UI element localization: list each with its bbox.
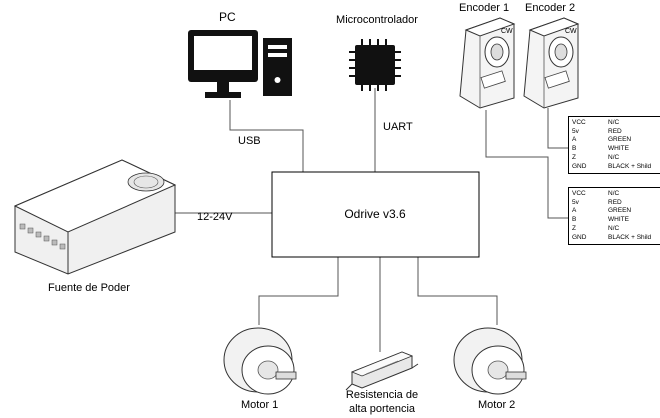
power-supply-icon <box>13 159 177 275</box>
motor2-line <box>417 257 498 325</box>
power-supply-label: Fuente de Poder <box>48 282 130 294</box>
pin-row: VCC N/C <box>572 190 658 199</box>
pin-row: GND BLACK + Shild <box>572 234 658 243</box>
encoder2-wire <box>547 108 568 149</box>
pin-value: RED <box>608 198 622 206</box>
pin-value: WHITE <box>608 145 629 153</box>
pin-row: B WHITE <box>572 216 658 225</box>
pin-row: Z N/C <box>572 225 658 234</box>
pin-name: Z <box>572 153 576 161</box>
pin-row: A GREEN <box>572 207 658 216</box>
pin-value: BLACK + Shild <box>608 233 652 241</box>
encoder1-pin-table: VCC N/C 5v RED A GREEN B WHITE Z N/C GND BLACK… <box>568 187 660 246</box>
encoder2-pin-table: VCC N/C 5v RED A GREEN B WHITE Z N/C GND BLACK… <box>568 116 660 175</box>
usb-label: USB <box>238 135 261 147</box>
uart-label: UART <box>383 121 413 133</box>
encoder2-face-label: CW <box>565 28 577 35</box>
pin-name: 5v <box>572 198 579 206</box>
pin-row: 5v RED <box>572 128 658 137</box>
pin-name: A <box>572 136 577 144</box>
pin-value: N/C <box>608 153 620 161</box>
pin-name: B <box>572 145 577 153</box>
odrive-label: Odrive v3.6 <box>344 207 406 221</box>
microcontroller-label: Microcontrolador <box>336 14 418 26</box>
motor1-line <box>258 257 339 325</box>
pin-row: B WHITE <box>572 145 658 154</box>
pin-value: GREEN <box>608 136 632 144</box>
motor2-icon <box>453 327 527 395</box>
pin-row: GND BLACK + Shild <box>572 163 658 172</box>
pin-name: VCC <box>572 119 586 126</box>
pin-value: WHITE <box>608 216 629 224</box>
pin-name: 5v <box>572 127 579 135</box>
pin-row: 5v RED <box>572 199 658 208</box>
encoder2-icon <box>523 17 580 109</box>
motor2-label: Motor 2 <box>478 399 516 411</box>
connection-lines <box>175 88 568 352</box>
pin-value: N/C <box>608 190 620 197</box>
pin-row: Z N/C <box>572 154 658 163</box>
encoder1-icon <box>459 17 516 109</box>
encoder1-label: Encoder 1 <box>459 2 510 14</box>
encoder1-face-label: CW <box>501 28 513 35</box>
pin-value: N/C <box>608 119 620 126</box>
microcontroller-chip-icon <box>349 39 401 91</box>
pin-value: N/C <box>608 224 620 232</box>
odrive-box <box>271 171 480 258</box>
resistor-icon <box>345 351 419 391</box>
pin-name: A <box>572 207 577 215</box>
pin-row: A GREEN <box>572 136 658 145</box>
voltage-label: 12-24V <box>197 211 233 223</box>
motor1-icon <box>223 327 297 395</box>
pin-name: GND <box>572 233 587 241</box>
pin-name: Z <box>572 224 576 232</box>
resistor-label-line1: Resistencia de <box>345 389 419 401</box>
resistor-label-line2: alta portencia <box>348 403 416 415</box>
pin-value: RED <box>608 127 622 135</box>
pin-row: VCC N/C <box>572 119 658 128</box>
encoder1-wire <box>485 110 568 219</box>
usb-line <box>229 100 304 172</box>
pin-value: GREEN <box>608 207 632 215</box>
pin-name: B <box>572 216 577 224</box>
pin-name: GND <box>572 162 587 170</box>
encoder2-label: Encoder 2 <box>525 2 576 14</box>
pc-icon <box>188 30 292 98</box>
motor1-label: Motor 1 <box>241 399 279 411</box>
pin-value: BLACK + Shild <box>608 162 652 170</box>
pc-label: PC <box>219 10 236 24</box>
pin-name: VCC <box>572 190 586 197</box>
